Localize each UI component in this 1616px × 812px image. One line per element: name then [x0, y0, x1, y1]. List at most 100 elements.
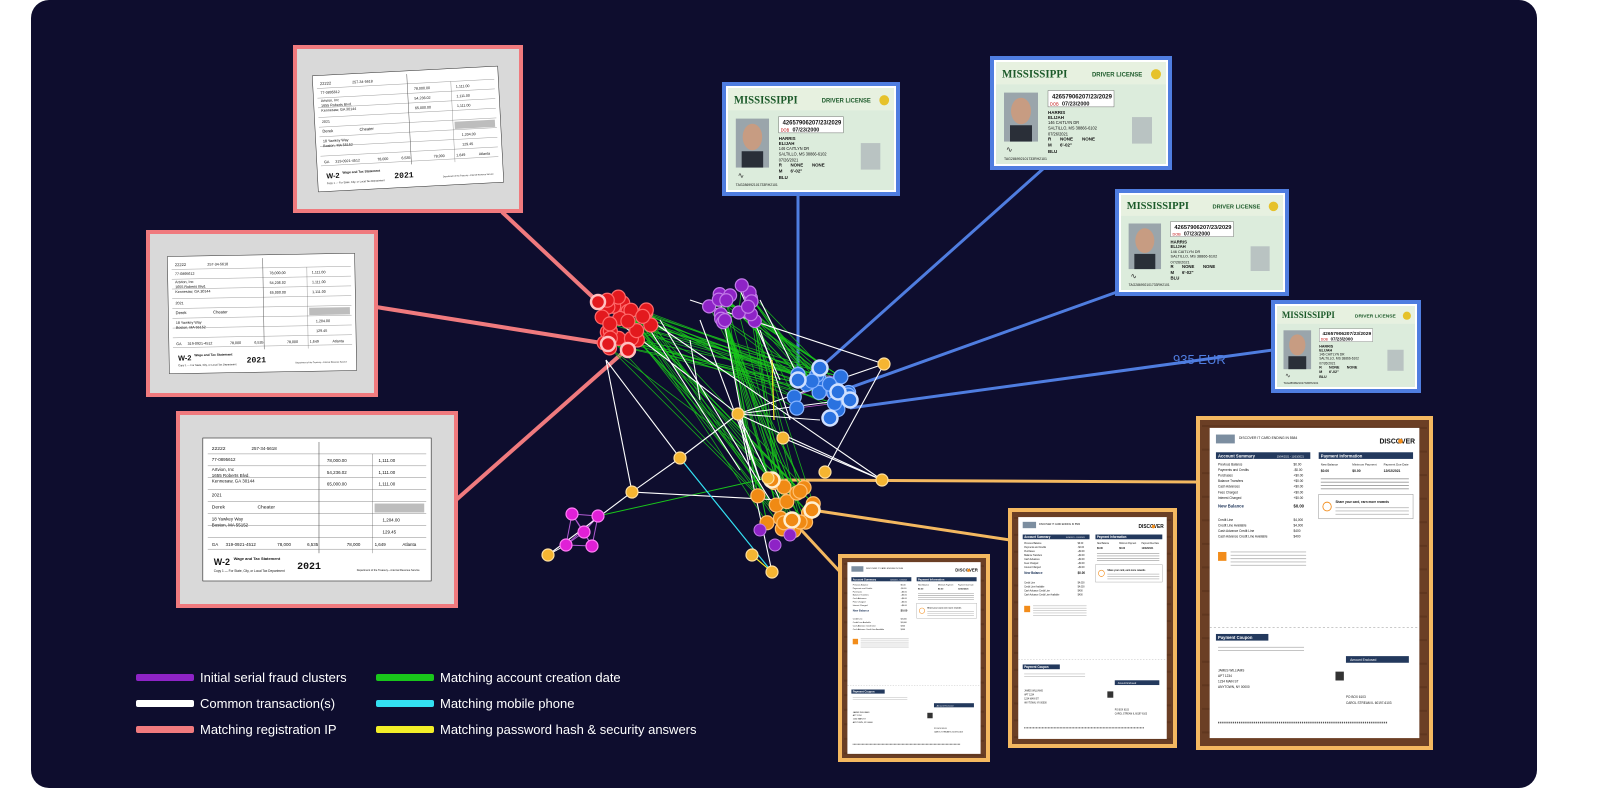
document-text: Payment Coupon: [853, 690, 875, 694]
w2-grid: [317, 88, 495, 99]
document-text: APT 1234: [853, 714, 863, 717]
document-text: 6'-02": [1182, 270, 1194, 275]
document-text: Cash Advances: [1218, 485, 1240, 489]
document-text: +$0.00: [1294, 485, 1304, 489]
document-text: $4,000: [1294, 518, 1304, 522]
document-text: Interest Charged: [853, 604, 868, 607]
w2-grid: [320, 137, 498, 147]
license-number-box: [1170, 221, 1234, 237]
statement-document-large: DISCOVER IT CARD ENDING IN 5584DISCOVERA…: [1196, 416, 1433, 750]
node-magenta-cluster: [591, 509, 605, 523]
document-text: Copy 1 — For State, City, or Local Tax D…: [178, 362, 237, 367]
license-ghost-photo: [860, 143, 881, 170]
edge-account-creation-date: [622, 302, 768, 523]
document-text: 6,535: [401, 156, 410, 160]
document-text: Cash Advance Credit Line: [1218, 529, 1254, 533]
document-text: 07/23/2000: [1184, 231, 1210, 237]
document-text: Wage and Tax Statement: [194, 353, 233, 358]
license-star-icon: [879, 95, 890, 106]
document-text: New Balance: [853, 608, 870, 612]
license-ghost-photo: [1250, 246, 1270, 271]
document-text: ∿: [738, 171, 745, 180]
document-text: 1655 Roberts Blvd.: [175, 285, 206, 290]
document-text: 2021: [212, 493, 222, 498]
document-text: 54,236.02: [414, 96, 430, 101]
document-text: New Balance: [918, 584, 929, 586]
document-text: 6,535: [254, 341, 263, 345]
document-text: 1234 MAIN ST: [853, 718, 867, 721]
document-text: Cash Advance Credit Line Available: [1218, 534, 1268, 538]
document-text: 78,000: [287, 340, 298, 344]
node-magenta-cluster: [577, 525, 591, 539]
document-text: 146 CAITLYN DR: [1319, 352, 1345, 356]
document-text: Atlanta: [479, 152, 491, 157]
document-text: TAG286992101733RH2101: [1004, 157, 1047, 161]
nodes-layer: [541, 278, 891, 579]
document-text: TAG286992101733RH2101: [1129, 283, 1170, 287]
document-text: Account Summary: [1218, 453, 1255, 458]
document-text: Previous Balance: [1024, 542, 1042, 545]
w2-grid: [317, 98, 496, 108]
document-text: ANYTOWN, NY 00000: [1024, 701, 1047, 704]
document-text: Wage and Tax Statement: [234, 556, 281, 561]
document-text: New Balance: [1097, 543, 1110, 545]
document-text: 146 CAITLYN DR: [779, 146, 810, 151]
document-text: 146 CAITLYN DR: [1171, 250, 1201, 254]
node-orange-cluster: [750, 488, 766, 504]
w2-paper: [312, 65, 504, 193]
document-text: MISSISSIPPI: [1282, 310, 1336, 320]
node-red-cluster: [629, 323, 645, 339]
document-text: +$0.00: [1078, 567, 1086, 569]
document-text: 18 Yawkey Way: [323, 138, 349, 143]
document-text: SALTILLO, MS 38866-6102: [1319, 356, 1359, 360]
document-text: DISCOVER IT CARD ENDING IN 5584: [1239, 436, 1297, 440]
edge-account-creation-date: [725, 300, 759, 496]
document-text: GA: [176, 342, 182, 346]
document-text: Fees Charged: [1218, 490, 1238, 494]
document-text: $0.00: [1321, 469, 1329, 473]
document-text: M: [1319, 370, 1322, 374]
document-text: Cash Advance Credit Line Available: [1024, 593, 1060, 596]
document-text: BLU: [1048, 149, 1057, 154]
document-text: Interest Charged: [1024, 566, 1041, 569]
document-text: 1655 Roberts Blvd.: [212, 473, 250, 478]
payment-header-bar: [916, 577, 977, 582]
statement-sheet: [847, 562, 981, 754]
document-text: 426579062: [1322, 331, 1347, 337]
document-text: 07/23/2029: [1347, 331, 1372, 337]
document-text: $400: [1078, 591, 1084, 593]
document-text: 54,236.02: [327, 470, 347, 475]
legend-item-account-creation-date: Matching account creation date: [376, 668, 621, 686]
document-text: MISSISSIPPI: [734, 94, 798, 106]
share-box: [1095, 564, 1163, 583]
float-amount-label: 935 EUR: [1173, 352, 1226, 367]
document-text: Amount Enclosed: [1118, 682, 1137, 685]
node-red-highlight: [589, 293, 607, 311]
document-text: ∿: [1006, 145, 1013, 154]
document-text: R: [1319, 365, 1322, 369]
document-text: CAROL STREAM IL 60197-6103: [1346, 701, 1392, 705]
document-text: 65,000.00: [327, 482, 347, 487]
document-text: ELIJAH: [1171, 244, 1186, 249]
document-text: Fees Charged: [1024, 562, 1039, 565]
license-face: [1135, 228, 1155, 253]
document-text: DISCOVER IT CARD ENDING IN 5584: [1039, 523, 1081, 526]
document-text: Derek: [176, 310, 188, 315]
document-text: PO BOX 6103: [934, 728, 947, 730]
document-text: HARRIS: [1171, 239, 1188, 244]
document-text: DOB: [781, 127, 790, 132]
edge-account-creation-date: [642, 316, 781, 519]
document-text: 07/23/2029: [1203, 225, 1232, 231]
license-face: [1289, 334, 1306, 356]
document-text: Previous Balance: [1218, 462, 1243, 466]
share-icon: [1098, 569, 1105, 577]
document-text: 129.45: [383, 529, 397, 534]
document-text: $0.00: [1352, 469, 1360, 473]
legend-label: Matching registration IP: [200, 721, 337, 737]
document-text: +$0.00: [901, 598, 908, 600]
edge-account-creation-date: [613, 305, 814, 505]
